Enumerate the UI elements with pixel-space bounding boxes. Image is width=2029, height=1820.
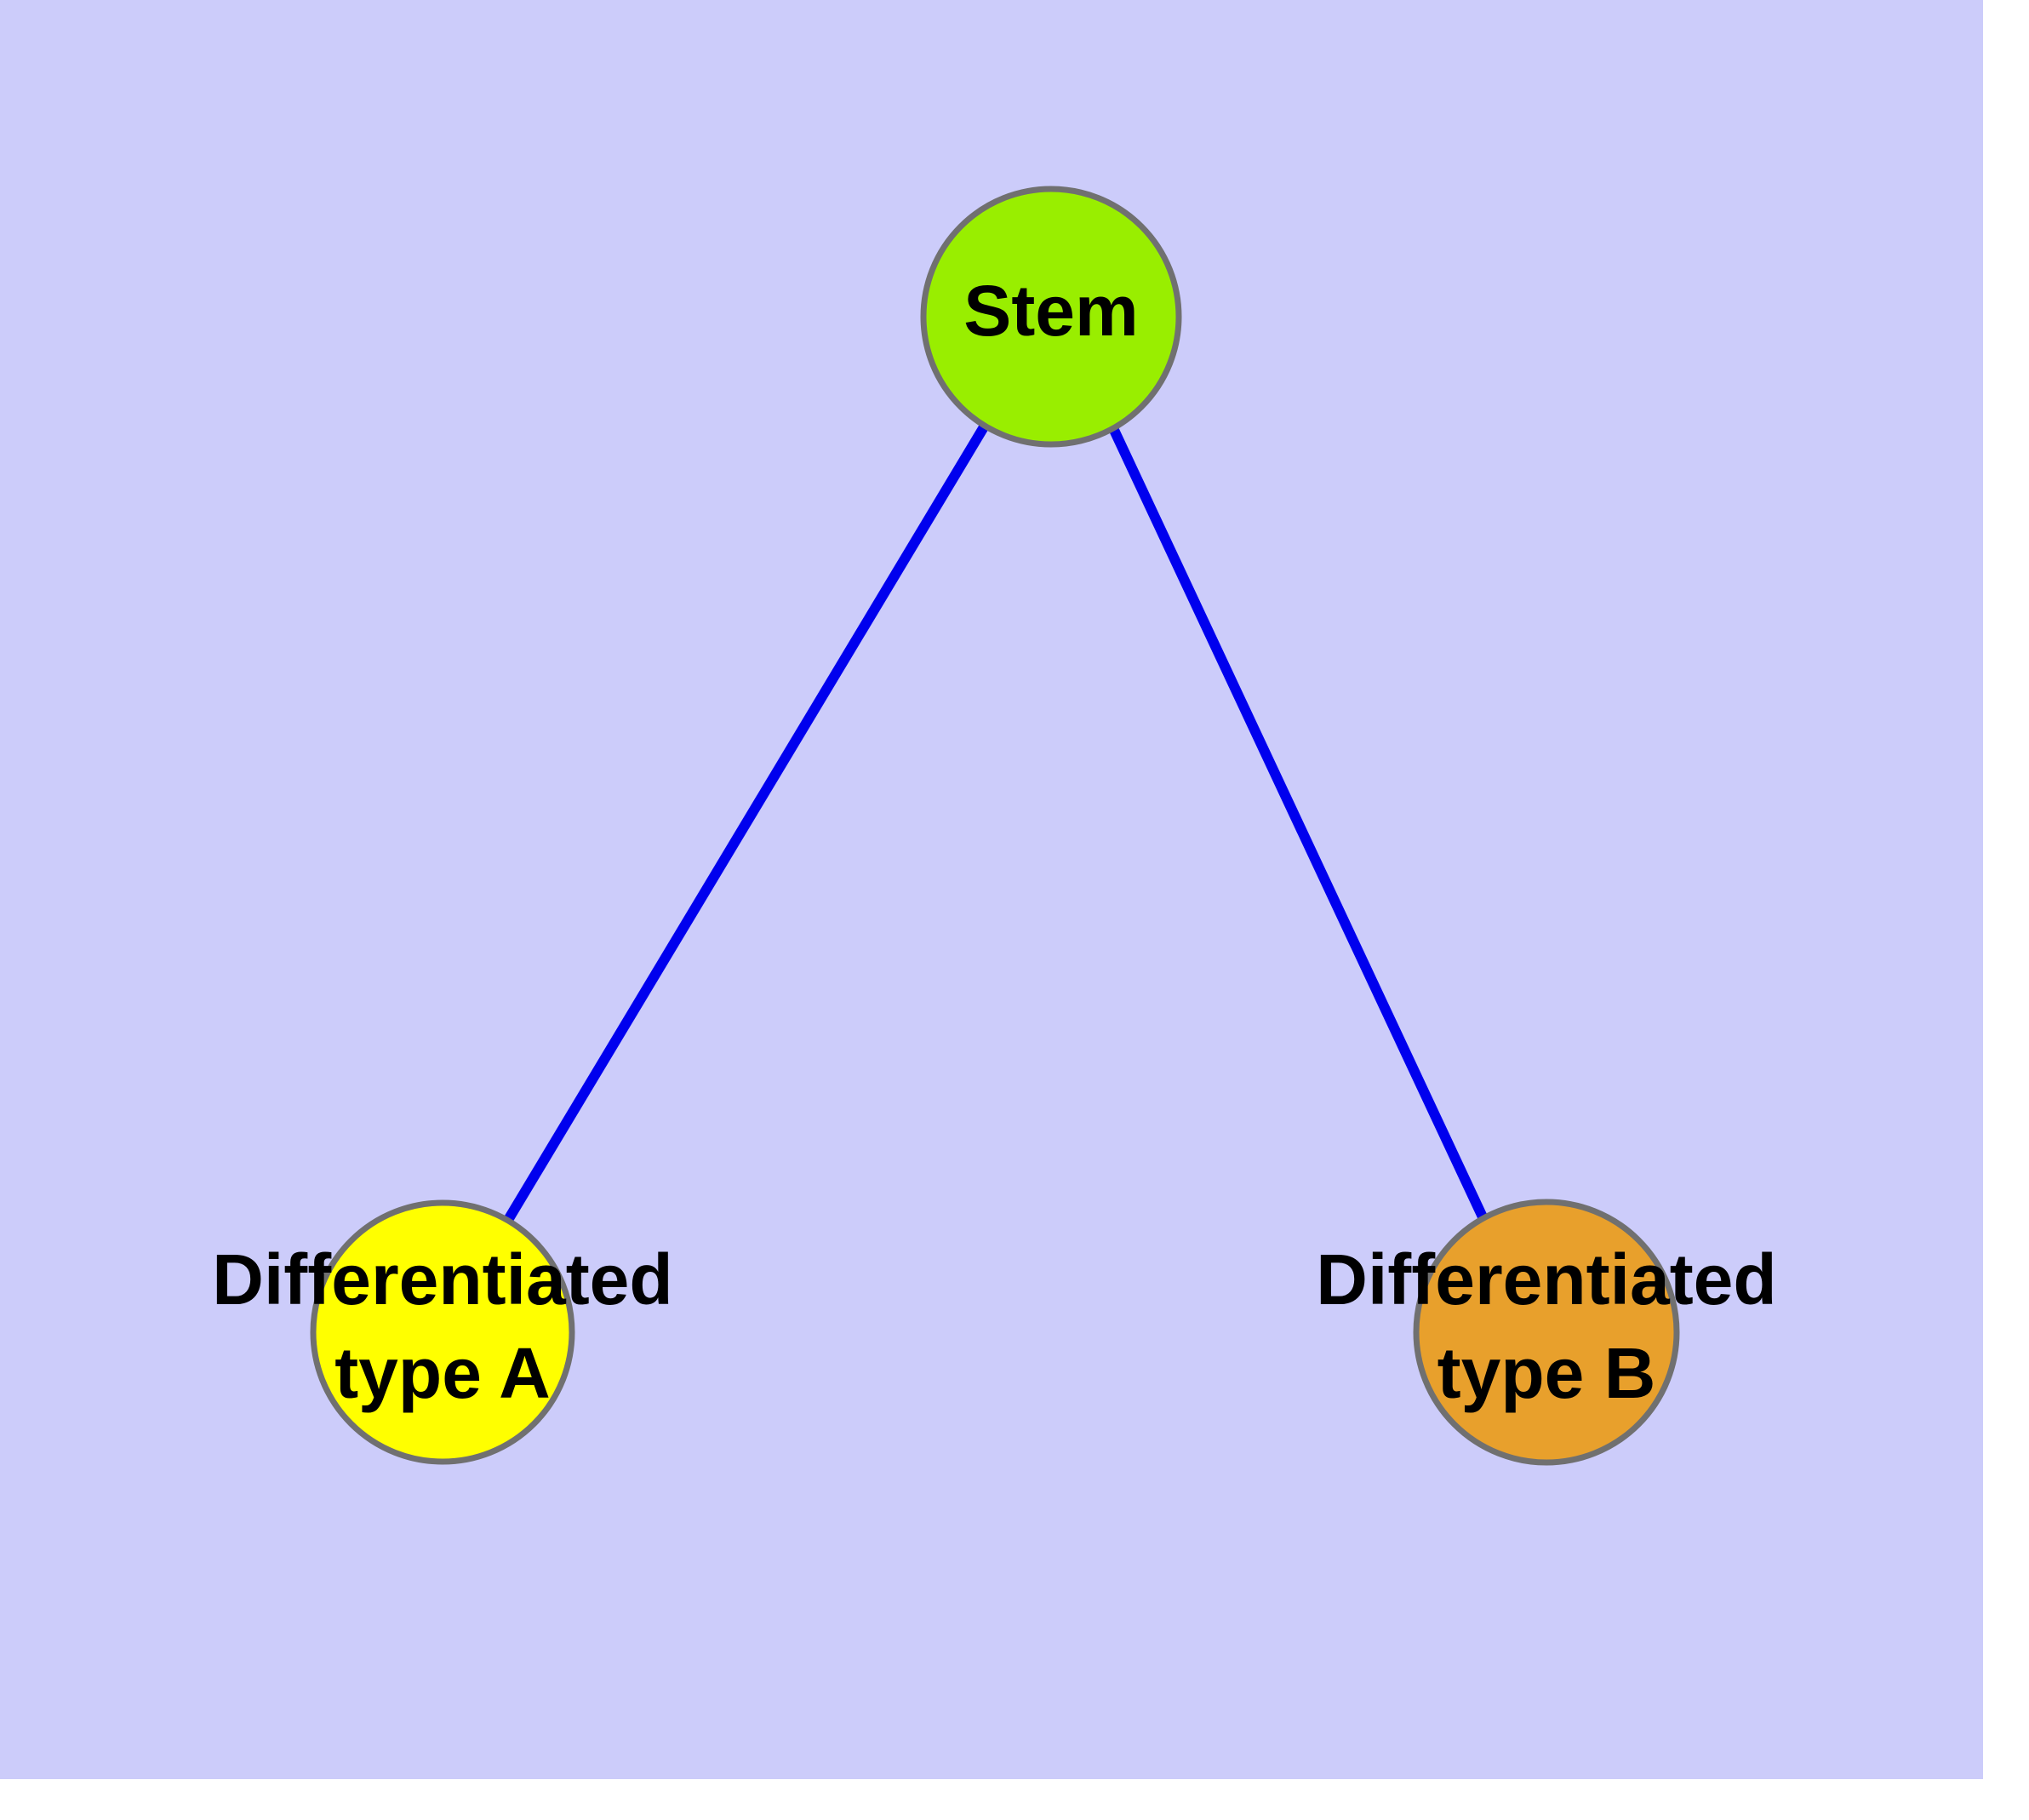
node-label-stem: Stem	[963, 271, 1138, 351]
node-label-line: Differentiated	[212, 1239, 672, 1319]
node-label-line: Differentiated	[1316, 1239, 1776, 1319]
node-label-line: Stem	[963, 271, 1138, 351]
node-circle-diff_a[interactable]	[310, 1199, 575, 1465]
edge-stem-diff-b[interactable]	[1108, 426, 1490, 1225]
node-label-line: type B	[1437, 1333, 1656, 1413]
edge-stem-diff-a[interactable]	[503, 422, 990, 1223]
node-label-line: type A	[334, 1333, 551, 1413]
node-circle-stem[interactable]	[920, 186, 1182, 448]
node-circle-diff_b[interactable]	[1413, 1199, 1680, 1466]
node-label-diff_b: Differentiated type B	[1316, 1239, 1776, 1413]
node-label-diff_a: Differentiated type A	[212, 1239, 672, 1413]
